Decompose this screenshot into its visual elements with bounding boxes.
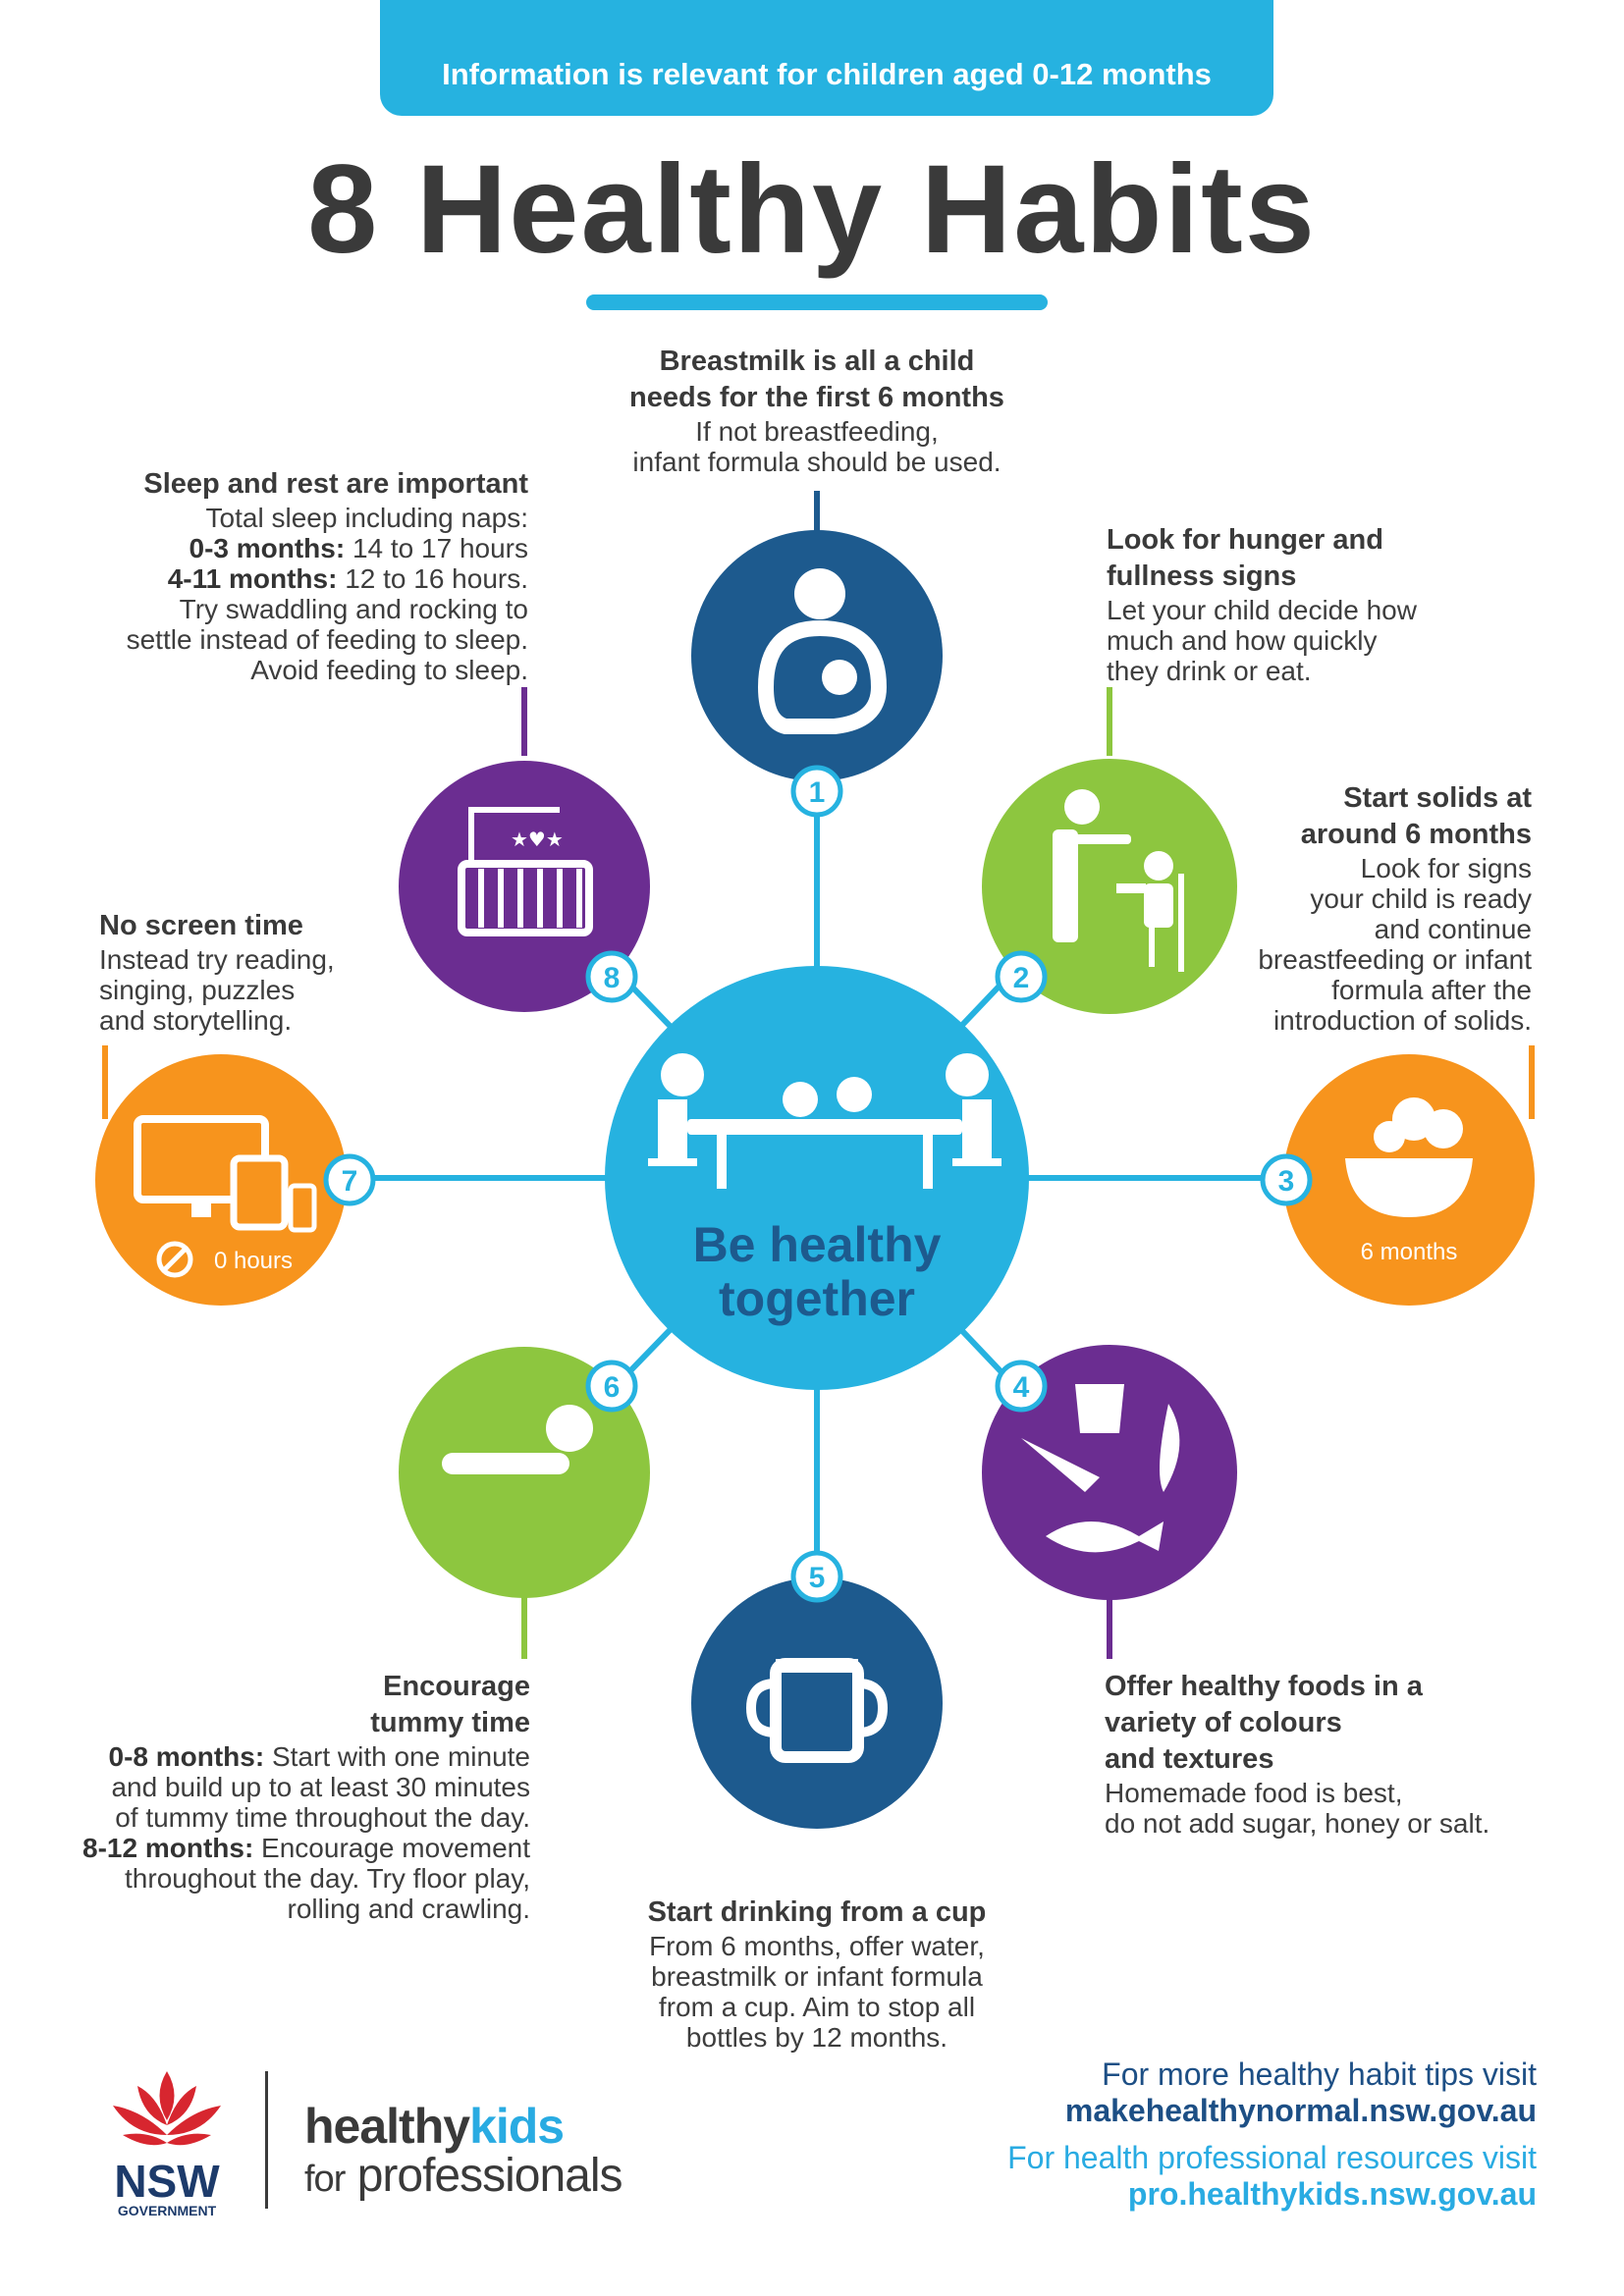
badge-1: 1 bbox=[809, 776, 826, 809]
footer-more-tips: For more healthy habit tips visit makehe… bbox=[835, 2056, 1537, 2129]
center-text-line1: Be healthy bbox=[693, 1217, 942, 1272]
habit-6-circle bbox=[399, 1347, 650, 1598]
habit-8-circle: ★♥★ bbox=[399, 761, 650, 1012]
footer-url-2[interactable]: pro.healthykids.nsw.gov.au bbox=[1127, 2176, 1537, 2212]
nsw-sub-text: GOVERNMENT bbox=[117, 2203, 217, 2218]
center-text-line2: together bbox=[719, 1271, 915, 1326]
habit-1-circle bbox=[691, 530, 943, 781]
cot-icon: ★♥★ bbox=[458, 807, 593, 936]
badge-7: 7 bbox=[342, 1165, 358, 1198]
habit-1-text: Breastmilk is all a child needs for the … bbox=[629, 346, 1004, 477]
healthy-foods-icon bbox=[1021, 1384, 1180, 1553]
number-badges: 1 2 3 4 5 6 7 8 bbox=[323, 765, 1313, 1603]
habit-3-text: Start solids at around 6 months Look for… bbox=[1258, 782, 1532, 1036]
family-table-icon bbox=[648, 1053, 1001, 1189]
habit-5-text: Start drinking from a cup From 6 months,… bbox=[647, 1896, 987, 2053]
habit-7-icon-label: 0 hours bbox=[214, 1248, 293, 1274]
healthykids-logo: healthykids for professionals bbox=[304, 2099, 623, 2202]
sippy-cup-icon bbox=[745, 1658, 889, 1763]
habit-5-circle bbox=[691, 1577, 943, 1829]
broccoli-bowl-icon bbox=[1345, 1097, 1473, 1217]
badge-2: 2 bbox=[1013, 962, 1030, 994]
footer-pro-resources: For health professional resources visit … bbox=[835, 2140, 1537, 2213]
screens-icon bbox=[134, 1115, 317, 1278]
page-title: 8 Healthy Habits bbox=[307, 139, 1317, 280]
badge-8: 8 bbox=[604, 962, 621, 994]
logo-divider bbox=[265, 2071, 268, 2209]
badge-5: 5 bbox=[809, 1562, 826, 1594]
center-circle: Be healthy together bbox=[605, 966, 1029, 1390]
habit-3-circle: 6 months bbox=[1283, 1054, 1535, 1306]
nsw-logo: NSW GOVERNMENT bbox=[93, 2066, 241, 2218]
waratah-icon bbox=[113, 2071, 221, 2146]
tummy-time-icon bbox=[442, 1405, 593, 1474]
nsw-text: NSW bbox=[114, 2156, 220, 2207]
habit-6-text: Encourage tummy time 0-8 months: Start w… bbox=[82, 1671, 530, 1924]
habit-8-text: Sleep and rest are important Total sleep… bbox=[126, 468, 528, 685]
habit-7-text: No screen time Instead try reading, sing… bbox=[99, 910, 335, 1036]
banner-text: Information is relevant for children age… bbox=[442, 57, 1212, 91]
habit-2-text: Look for hunger and fullness signs Let y… bbox=[1107, 524, 1417, 686]
age-banner: Information is relevant for children age… bbox=[380, 0, 1273, 116]
habit-7-circle: 0 hours bbox=[95, 1054, 347, 1306]
badge-3: 3 bbox=[1278, 1165, 1295, 1198]
habit-4-text: Offer healthy foods in a variety of colo… bbox=[1105, 1671, 1490, 1839]
badge-6: 6 bbox=[604, 1371, 621, 1404]
habit-2-circle bbox=[982, 759, 1237, 1014]
habit-3-icon-label: 6 months bbox=[1361, 1239, 1458, 1265]
badge-4: 4 bbox=[1013, 1371, 1030, 1404]
habit-4-circle bbox=[982, 1345, 1237, 1600]
feeding-child-icon bbox=[1053, 789, 1184, 972]
footer-url-1[interactable]: makehealthynormal.nsw.gov.au bbox=[1064, 2093, 1537, 2128]
breastfeeding-icon bbox=[757, 568, 888, 734]
title-underline bbox=[586, 294, 1048, 310]
svg-text:★♥★: ★♥★ bbox=[511, 828, 564, 851]
